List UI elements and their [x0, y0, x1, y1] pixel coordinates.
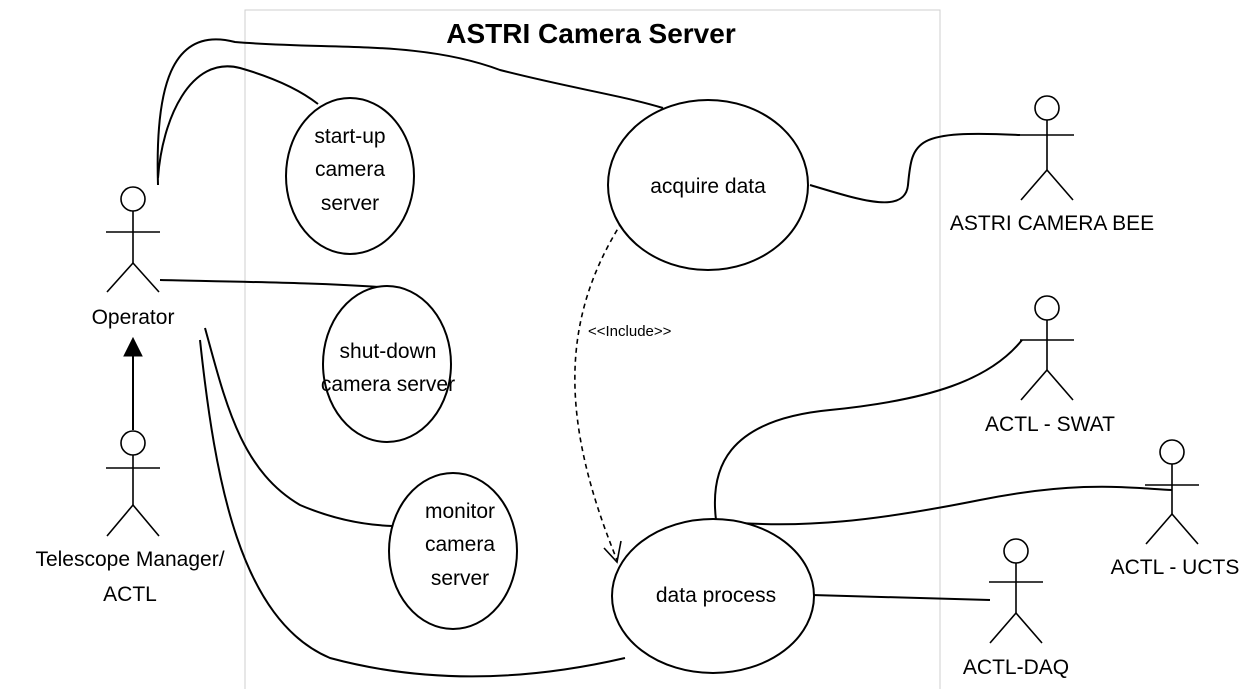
- monitor-label-2: camera: [425, 533, 495, 556]
- system-title: ASTRI Camera Server: [446, 18, 736, 49]
- associations: [123, 38, 1173, 678]
- assoc-process-swat: [713, 339, 1023, 521]
- assoc-acquire-bee: [809, 132, 1021, 204]
- assoc-operator-monitor: [204, 327, 393, 527]
- startup-label-1: start-up: [314, 125, 385, 148]
- actor-daq-label: ACTL-DAQ: [963, 656, 1069, 679]
- actor-operator[interactable]: Operator: [92, 186, 175, 329]
- startup-label-2: camera: [315, 158, 385, 181]
- use-case-shutdown[interactable]: shut-down camera server: [321, 285, 455, 443]
- assoc-operator-process: [199, 339, 626, 678]
- actor-telescope-manager[interactable]: Telescope Manager/ ACTL: [35, 430, 225, 606]
- shutdown-label-2: camera server: [321, 373, 455, 396]
- actor-actl-swat[interactable]: ACTL - SWAT: [985, 295, 1115, 436]
- actor-tm-label-1: Telescope Manager/: [35, 548, 224, 571]
- include-arrowhead: [603, 540, 622, 564]
- assoc-operator-acquire: [156, 38, 664, 186]
- shutdown-label-1: shut-down: [340, 340, 437, 363]
- actor-astri-camera-bee[interactable]: ASTRI CAMERA BEE: [950, 95, 1154, 235]
- assoc-operator-shutdown: [159, 279, 393, 289]
- use-case-startup[interactable]: start-up camera server: [285, 97, 415, 255]
- startup-label-3: server: [321, 192, 379, 215]
- process-label: data process: [656, 584, 776, 607]
- include-dependency: <<Include>>: [574, 221, 672, 564]
- use-case-data-process[interactable]: data process: [611, 518, 815, 674]
- actor-swat-label: ACTL - SWAT: [985, 413, 1115, 436]
- include-label: <<Include>>: [588, 323, 672, 340]
- actor-tm-label-2: ACTL: [103, 583, 157, 606]
- actor-bee-label: ASTRI CAMERA BEE: [950, 212, 1154, 235]
- actor-operator-label: Operator: [92, 306, 175, 329]
- actor-actl-ucts[interactable]: ACTL - UCTS: [1111, 439, 1240, 579]
- monitor-label-3: server: [431, 567, 489, 590]
- assoc-operator-startup: [157, 65, 319, 179]
- assoc-process-daq: [811, 594, 991, 601]
- system-boundary: [244, 9, 941, 689]
- assoc-process-ucts: [717, 485, 1173, 526]
- actor-ucts-label: ACTL - UCTS: [1111, 556, 1240, 579]
- use-case-monitor[interactable]: monitor camera server: [388, 472, 518, 630]
- use-case-acquire-data[interactable]: acquire data: [607, 99, 809, 271]
- acquire-label: acquire data: [650, 175, 766, 198]
- generalization-arrowhead: [123, 336, 143, 357]
- include-line: [574, 221, 623, 561]
- monitor-label-1: monitor: [425, 500, 495, 523]
- actor-actl-daq[interactable]: ACTL-DAQ: [963, 538, 1069, 679]
